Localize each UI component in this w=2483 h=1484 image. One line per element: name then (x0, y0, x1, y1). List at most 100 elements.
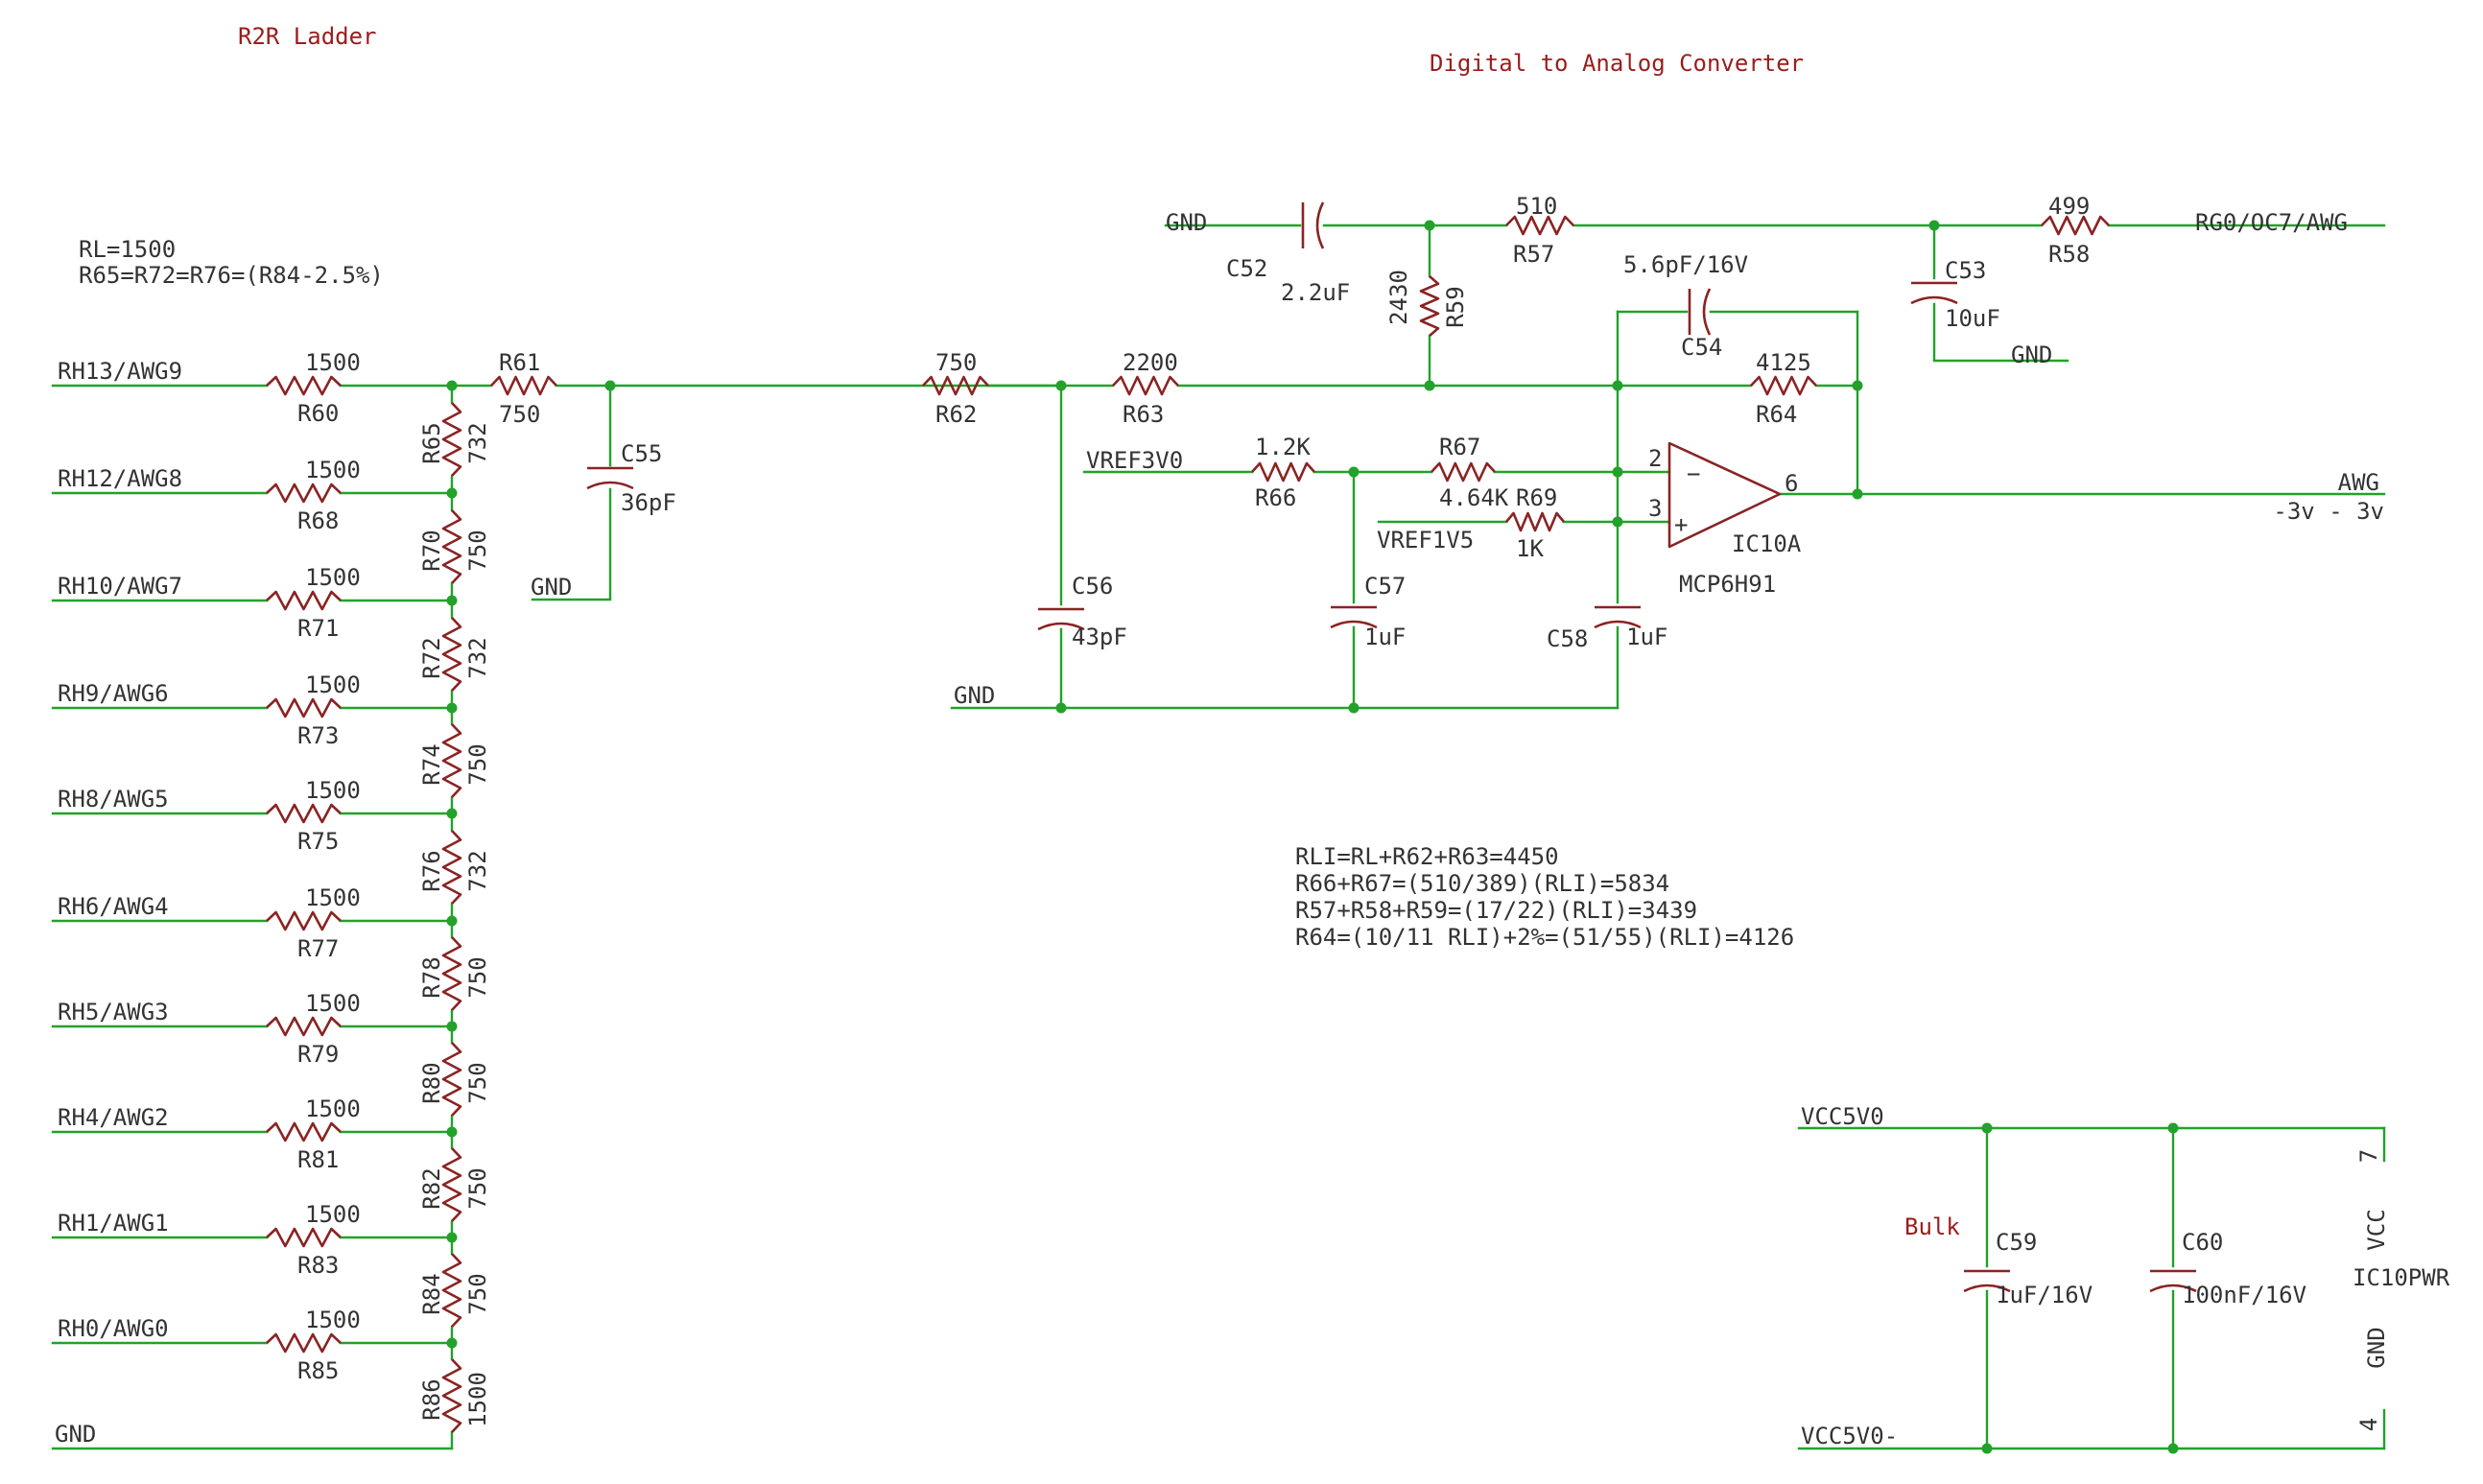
resistor-r72 (441, 617, 462, 692)
net-label: RH1/AWG1 (58, 1210, 169, 1237)
net-label: RH5/AWG3 (58, 999, 169, 1025)
resistor-ref: R85 (297, 1357, 339, 1384)
resistor-ref: R68 (297, 507, 339, 534)
capacitor-value: 5.6pF/16V (1623, 251, 1748, 278)
dac-title: Digital to Analog Converter (1430, 50, 1804, 77)
capacitor-c58 (1594, 605, 1642, 629)
resistor-ref: R76 (418, 850, 445, 891)
resistor-r60 (266, 375, 342, 396)
resistor-value: 750 (464, 956, 491, 998)
resistor-ref: R77 (297, 935, 339, 962)
capacitor-value: 43pF (1072, 624, 1127, 650)
output-range-label: -3v - 3v (2273, 498, 2384, 525)
capacitor-c55 (586, 466, 634, 490)
resistor-value: 1500 (305, 349, 361, 376)
capacitor-c54 (1688, 288, 1712, 336)
capacitor-value: 36pF (621, 489, 676, 516)
junction-dot (2167, 1443, 2179, 1454)
pin-name: VCC (2363, 1209, 2390, 1250)
capacitor-value: 100nF/16V (2182, 1282, 2306, 1308)
opamp-ref: IC10A (1732, 530, 1802, 557)
resistor-value: 1500 (305, 1095, 361, 1122)
note-equation: R66+R67=(510/389)(RLI)=5834 (1295, 870, 1669, 897)
resistor-ref: R70 (418, 530, 445, 571)
net-label: RH9/AWG6 (58, 680, 169, 707)
resistor-r77 (266, 910, 342, 931)
net-label: VREF3V0 (1086, 447, 1183, 474)
resistor-value: 1500 (305, 564, 361, 591)
opamp-part-number: MCP6H91 (1679, 571, 1776, 598)
resistor-value: 732 (464, 637, 491, 678)
opamp-ic10a (1667, 441, 1782, 549)
capacitor-ref: C53 (1945, 257, 1986, 284)
note-ratio: R65=R72=R76=(R84-2.5%) (79, 262, 384, 289)
resistor-r62 (922, 375, 989, 396)
net-label: RH4/AWG2 (58, 1104, 169, 1131)
junction-dot (446, 915, 458, 927)
junction-dot (446, 702, 458, 714)
capacitor-ref: C59 (1996, 1229, 2037, 1256)
net-label: RH13/AWG9 (58, 358, 182, 385)
resistor-ref: R59 (1442, 286, 1469, 327)
resistor-ref: R81 (297, 1146, 339, 1173)
resistor-r64 (1750, 375, 1817, 396)
resistor-ref: R63 (1123, 401, 1164, 428)
capacitor-value: 1uF (1364, 624, 1406, 650)
junction-dot (1055, 702, 1067, 714)
net-label: VCC5V0- (1801, 1423, 1898, 1449)
resistor-r81 (266, 1121, 342, 1142)
resistor-ref: R83 (297, 1252, 339, 1279)
junction-dot (446, 595, 458, 606)
resistor-value: 499 (2048, 193, 2090, 220)
junction-dot (446, 1126, 458, 1138)
components (266, 201, 2197, 1433)
gnd-label: GND (531, 574, 572, 601)
resistor-value: 510 (1516, 193, 1557, 220)
note-rl: RL=1500 (79, 236, 176, 263)
resistor-r57 (1505, 215, 1574, 236)
pin-number: 2 (1648, 445, 1662, 472)
junction-dot (446, 1337, 458, 1349)
resistor-value: 750 (935, 349, 977, 376)
opamp-minus-sign: − (1687, 460, 1700, 487)
resistor-r76 (441, 830, 462, 905)
pin-number: 3 (1648, 495, 1662, 522)
resistor-value: 750 (464, 1062, 491, 1103)
junction-dot (1852, 380, 1863, 391)
resistor-r59 (1419, 275, 1440, 337)
net-label: RH6/AWG4 (58, 893, 169, 920)
junction-dot (1981, 1122, 1993, 1134)
resistor-ref: R84 (418, 1273, 445, 1314)
capacitor-ref: C58 (1547, 625, 1588, 652)
junction-dot (446, 487, 458, 499)
resistor-ref: R86 (418, 1378, 445, 1420)
junction-dot (1055, 380, 1067, 391)
junction-dot (446, 808, 458, 819)
junction-dot (1424, 380, 1435, 391)
net-label: RH10/AWG7 (58, 573, 182, 600)
junction-dot (446, 1232, 458, 1243)
resistor-value: 2430 (1385, 270, 1412, 325)
resistor-ref: R69 (1516, 484, 1557, 511)
capacitor-ref: C52 (1226, 255, 1267, 282)
resistor-ref: R74 (418, 743, 445, 785)
resistor-r80 (441, 1042, 462, 1117)
resistor-r74 (441, 723, 462, 798)
resistor-r70 (441, 509, 462, 584)
resistor-ref: R57 (1513, 241, 1554, 268)
gnd-label: GND (55, 1421, 96, 1448)
capacitor-ref: C54 (1681, 334, 1722, 361)
resistor-value: 1500 (305, 457, 361, 483)
net-label: RH12/AWG8 (58, 465, 182, 492)
resistor-r82 (441, 1147, 462, 1222)
note-equation: R64=(10/11 RLI)+2%=(51/55)(RLI)=4126 (1295, 924, 1794, 951)
opamp-plus-sign: + (1674, 511, 1688, 538)
resistor-value: 1500 (305, 777, 361, 804)
resistor-value: 1500 (464, 1372, 491, 1427)
resistor-value: 2200 (1123, 349, 1178, 376)
resistor-r66 (1251, 461, 1315, 483)
resistor-ref: R73 (297, 722, 339, 749)
resistor-ref: R79 (297, 1041, 339, 1068)
